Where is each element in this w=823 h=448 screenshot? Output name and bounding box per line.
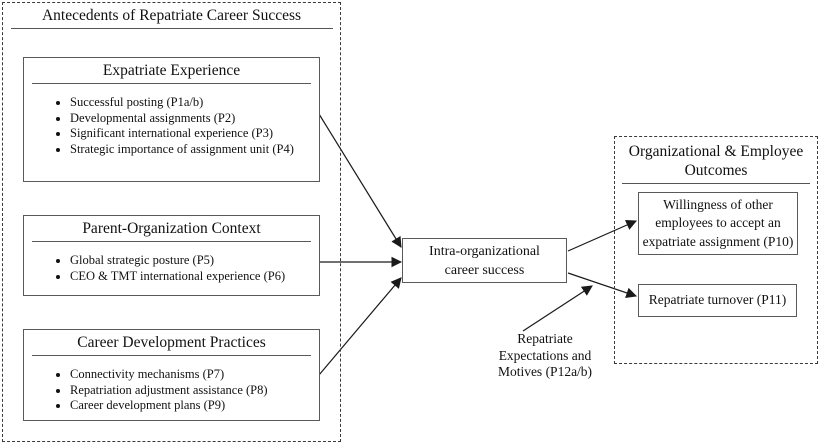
moderator-line2: Expectations and [498,347,592,363]
list-item: Developmental assignments (P2) [70,111,315,127]
list-item: Significant international experience (P3… [70,126,315,142]
outcomes-group: Organizational & Employee Outcomes [614,136,818,364]
p11-label: Repatriate turnover (P11) [648,292,787,308]
expatriate-experience-heading: Expatriate Experience [32,58,311,84]
arrow-center-to-p10 [567,219,637,252]
repatriate-turnover-box: Repatriate turnover (P11) [638,284,797,317]
center-box-line2: career success [444,262,525,278]
list-item: Repatriation adjustment assistance (P8) [70,383,315,399]
list-item: Connectivity mechanisms (P7) [70,367,315,383]
arrow-center-to-p11 [567,272,638,299]
parent-organization-box: Parent-Organization Context Global strat… [23,215,320,296]
list-item: Successful posting (P1a/b) [70,95,315,111]
parent-organization-heading: Parent-Organization Context [32,216,311,242]
career-development-heading: Career Development Practices [32,330,311,356]
career-development-list: Connectivity mechanisms (P7) Repatriatio… [24,367,319,414]
outcomes-title-line2: Outcomes [684,162,748,179]
list-item: Global strategic posture (P5) [70,253,315,269]
expatriate-experience-list: Successful posting (P1a/b) Developmental… [24,95,319,157]
parent-organization-list: Global strategic posture (P5) CEO & TMT … [24,253,319,284]
antecedents-group-title: Antecedents of Repatriate Career Success [10,6,333,29]
outcomes-group-title: Organizational & Employee Outcomes [622,142,810,184]
intra-organizational-career-success-box: Intra-organizational career success [402,238,567,283]
p10-line1: Willingness of other [663,196,773,212]
antecedents-group: Antecedents of Repatriate Career Success [2,2,341,442]
moderator-line3: Motives (P12a/b) [497,364,593,379]
arrow-career-to-center [318,277,402,376]
list-item: Strategic importance of assignment unit … [70,142,315,158]
list-item: CEO & TMT international experience (P6) [70,269,315,285]
moderator-line1: Repatriate [517,331,573,346]
p10-line3: expatriate assignment (P10) [642,233,794,249]
p10-line2: employees to accept an [655,215,781,231]
outcomes-title-line1: Organizational & Employee [628,143,804,160]
moderator-label: Repatriate Expectations and Motives (P12… [484,331,606,381]
career-development-box: Career Development Practices Connectivit… [23,329,320,421]
arrow-expatriate-to-center [318,113,402,248]
center-box-line1: Intra-organizational [429,243,540,259]
willingness-expatriate-assignment-box: Willingness of other employees to accept… [638,192,798,255]
expatriate-experience-box: Expatriate Experience Successful posting… [23,57,320,182]
list-item: Career development plans (P9) [70,398,315,414]
arrow-moderator-to-path [522,285,593,332]
